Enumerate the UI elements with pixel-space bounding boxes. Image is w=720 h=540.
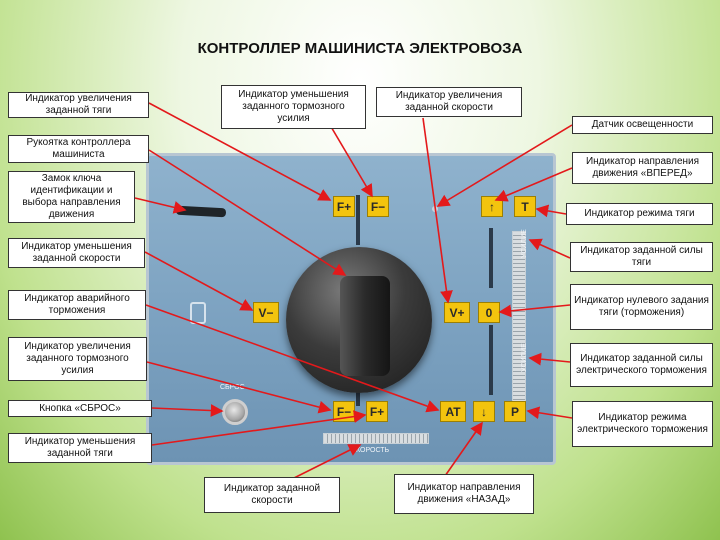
label-electric-braking-mode: Индикатор режима электрического торможен… [572,401,713,447]
arrow-l2 [148,149,347,276]
arrow-l4 [144,251,254,311]
label-set-speed: Индикатор заданной скорости [204,477,340,513]
indicator-arrow-down: ↓ [473,401,495,422]
force-bar-bottom [489,325,493,395]
arrow-r4 [528,238,571,259]
arrow-r6 [528,352,571,366]
label-decrease-traction: Индикатор уменьшения заданной тяги [8,433,152,463]
arrow-r7 [526,406,573,420]
arrow-l5 [145,304,440,413]
label-increase-braking: Индикатор увеличения заданного тормозног… [8,337,147,381]
arrow-b1 [289,444,362,481]
indicator-v-minus: V− [253,302,279,323]
label-decrease-braking: Индикатор уменьшения заданного тормозног… [221,85,366,129]
arrow-t2 [422,117,453,304]
indicator-v-plus: V+ [444,302,470,323]
panel-text-reset: СБРОС [220,384,245,391]
label-decrease-speed: Индикатор уменьшения заданной скорости [8,238,145,268]
indicator-f-minus-top: F− [367,196,389,217]
label-key-lock: Замок ключа идентификации и выбора напра… [8,171,135,223]
force-bar-top [489,228,493,288]
indicator-p: P [504,401,526,422]
arrow-r5 [498,304,571,318]
arrow-r1 [436,124,573,207]
arrow-r2 [494,167,573,202]
arrow-l6 [146,361,332,414]
arrow-l7 [151,404,224,417]
speed-scale [323,433,429,444]
track-bar-top [356,195,360,245]
label-zero-traction: Индикатор нулевого задания тяги (торможе… [570,284,713,330]
controller-knob-handle[interactable] [340,276,390,376]
label-traction-mode: Индикатор режима тяги [566,203,713,225]
label-set-electric-braking: Индикатор заданной силы электрического т… [570,343,713,387]
arrow-b2 [444,421,483,477]
label-reset-button: Кнопка «СБРОС» [8,400,152,417]
label-light-sensor: Датчик освещенности [572,116,713,134]
arrow-l8 [151,410,367,446]
label-reverse-direction: Индикатор направления движения «НАЗАД» [394,474,534,514]
label-set-traction-force: Индикатор заданной силы тяги [570,242,713,272]
label-increase-traction: Индикатор увеличения заданной тяги [8,92,149,118]
arrow-l3 [134,197,187,214]
diagram-title: КОНТРОЛЛЕР МАШИНИСТА ЭЛЕКТРОВОЗА [197,40,523,57]
label-forward-direction: Индикатор направления движения «ВПЕРЕД» [572,152,713,184]
label-increase-speed: Индикатор увеличения заданной скорости [376,87,522,117]
arrow-r3 [535,204,567,218]
indicator-at: AT [440,401,466,422]
arrow-l1 [148,102,332,201]
indicator-f-plus-top: F+ [333,196,355,217]
label-controller-handle: Рукоятка контроллера машиниста [8,135,149,163]
arrow-t1 [329,124,373,198]
track-bar-bottom [356,380,360,406]
label-emergency-braking: Индикатор аварийного торможения [8,290,146,320]
panel-text-speed: СКОРОСТЬ [351,447,390,454]
